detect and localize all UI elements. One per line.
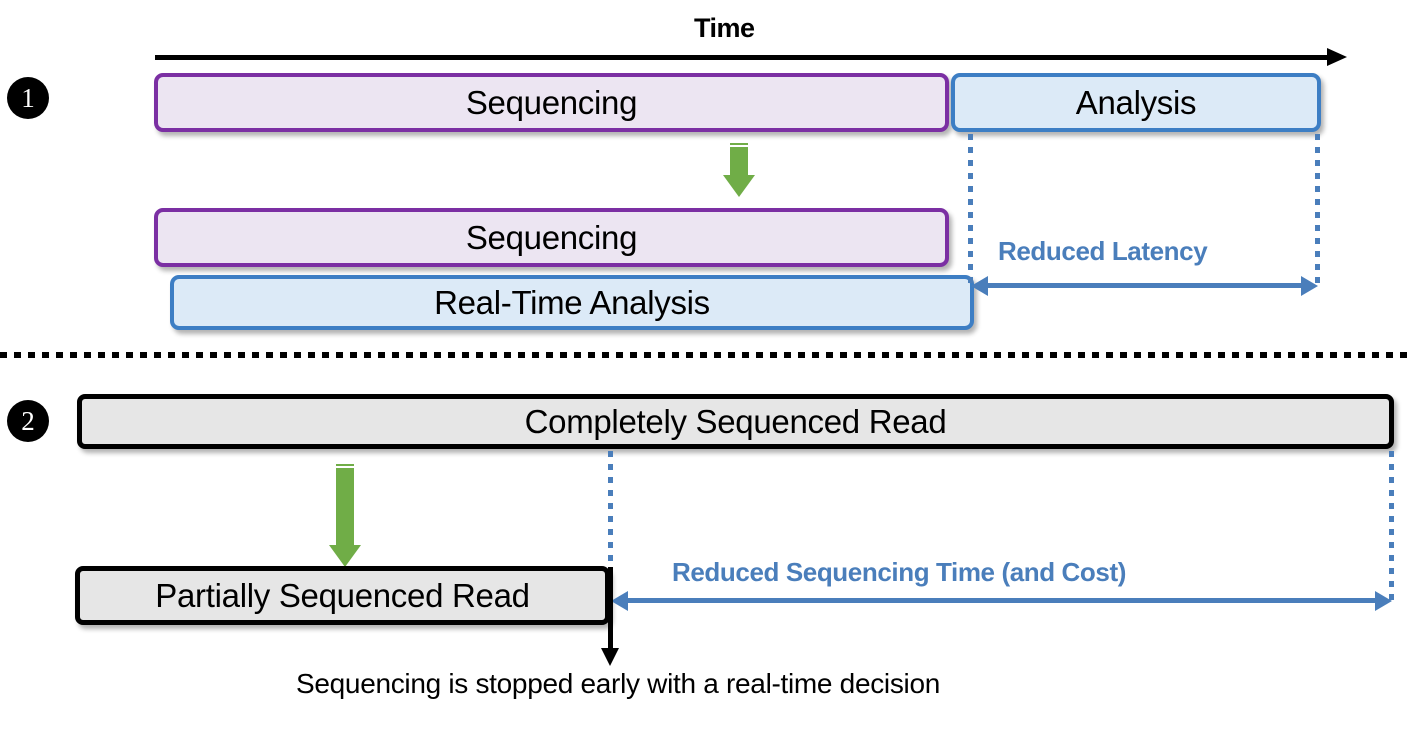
arrow-head: [723, 175, 755, 197]
bar-realtime-analysis: Real-Time Analysis: [170, 275, 974, 330]
measure-arrowhead-right: [1301, 276, 1318, 296]
arrow-shaft: [336, 462, 354, 547]
measure-line: [985, 283, 1304, 288]
step-badge-1: 1: [7, 77, 49, 119]
measure-line: [625, 598, 1378, 603]
bar-partially-sequenced-read: Partially Sequenced Read: [75, 566, 610, 625]
bar-analysis-conventional: Analysis: [951, 73, 1321, 132]
arrow-cap-line-1: [336, 462, 354, 464]
bar-sequencing-realtime: Sequencing: [154, 208, 949, 267]
time-axis-label: Time: [694, 13, 755, 43]
arrow-head: [329, 545, 361, 567]
measure-arrowhead-right: [1375, 591, 1392, 611]
step-badge-2: 2: [7, 400, 49, 442]
stop-arrow-head: [601, 648, 619, 666]
stop-arrow-shaft: [608, 567, 613, 650]
guide-line-seqtime-right: [1389, 451, 1394, 603]
arrow-cap-line-2: [730, 145, 748, 147]
reduced-sequencing-time-label: Reduced Sequencing Time (and Cost): [672, 557, 1126, 587]
time-axis-arrowhead: [1327, 48, 1347, 66]
measure-arrowhead-left: [611, 591, 628, 611]
guide-line-latency-left: [968, 134, 973, 288]
transform-down-arrow-icon-1: [723, 141, 755, 197]
measure-arrowhead-left: [971, 276, 988, 296]
section-divider: [0, 352, 1412, 358]
bar-sequencing-conventional: Sequencing: [154, 73, 949, 132]
stop-decision-caption: Sequencing is stopped early with a real-…: [296, 668, 941, 699]
arrow-cap-line-1: [730, 141, 748, 143]
arrow-cap-line-2: [336, 466, 354, 468]
reduced-latency-label: Reduced Latency: [998, 236, 1208, 266]
time-axis-line: [155, 55, 1327, 60]
stop-decision-arrow-icon: [601, 567, 619, 667]
transform-down-arrow-icon-2: [329, 462, 361, 568]
guide-line-latency-right: [1315, 134, 1320, 288]
bar-completely-sequenced-read: Completely Sequenced Read: [77, 394, 1394, 449]
guide-line-seqtime-left: [608, 451, 613, 603]
arrow-shaft: [730, 141, 748, 177]
